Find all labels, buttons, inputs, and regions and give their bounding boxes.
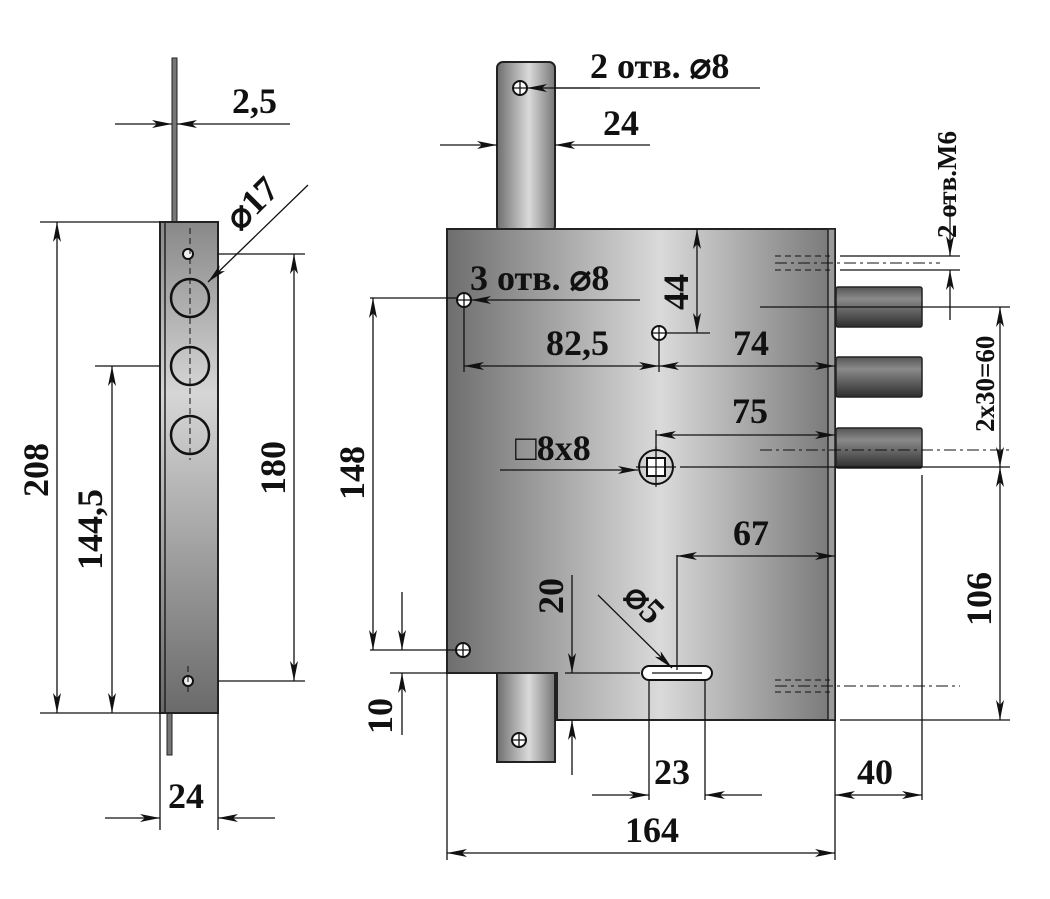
dim-m6-holes: 2 отв.М6: [932, 131, 962, 238]
bottom-strike-plate: [496, 669, 556, 763]
dim-148: 148: [332, 446, 372, 500]
hole: [456, 292, 472, 308]
side-bar-top: [171, 57, 178, 225]
bolt: [835, 356, 923, 398]
bolt: [835, 427, 923, 469]
bolt-hole: [169, 345, 211, 387]
dim-top-holes: 2 отв. ⌀8: [590, 46, 729, 86]
dim-67: 67: [733, 513, 769, 553]
hole: [651, 325, 667, 341]
dim-thickness: 2,5: [232, 81, 277, 121]
dim-width: 24: [168, 776, 204, 816]
dim-height-partial: 144,5: [70, 489, 110, 570]
dim-hole-spacing: 180: [253, 441, 293, 495]
faceplate-holes: [169, 228, 211, 696]
bolts: [835, 286, 923, 469]
dim-40: 40: [857, 752, 893, 792]
dim-top-plate-width: 24: [603, 103, 639, 143]
small-hole: [182, 248, 194, 260]
dim-bolt-spacing: 2x30=60: [970, 336, 1000, 432]
dim-44: 44: [656, 274, 696, 310]
front-view: 2 отв. ⌀8 24 2 отв.М6 3 отв. ⌀8 44 82,5 …: [332, 46, 1010, 860]
dim-body-holes: 3 отв. ⌀8: [470, 258, 609, 298]
dim-hole-diameter: ⌀17: [217, 169, 286, 238]
dim-spindle: □8x8: [515, 428, 591, 468]
hole: [511, 732, 527, 748]
dim-height-total: 208: [16, 443, 56, 497]
dim-82-5: 82,5: [546, 323, 609, 363]
dim-10: 10: [360, 698, 400, 734]
dim-106: 106: [959, 572, 999, 626]
dim-20: 20: [531, 578, 571, 614]
dim-23: 23: [654, 752, 690, 792]
side-view: 2,5 ⌀17 208 144,5 180 24: [16, 57, 309, 830]
faceplate-edge: [827, 228, 836, 721]
dim-164: 164: [625, 810, 679, 850]
mounting-holes: [455, 80, 667, 748]
hole: [455, 642, 471, 658]
side-bar-bottom: [166, 710, 173, 756]
dim-74: 74: [733, 323, 769, 363]
dim-75: 75: [732, 391, 768, 431]
hole: [512, 80, 528, 96]
